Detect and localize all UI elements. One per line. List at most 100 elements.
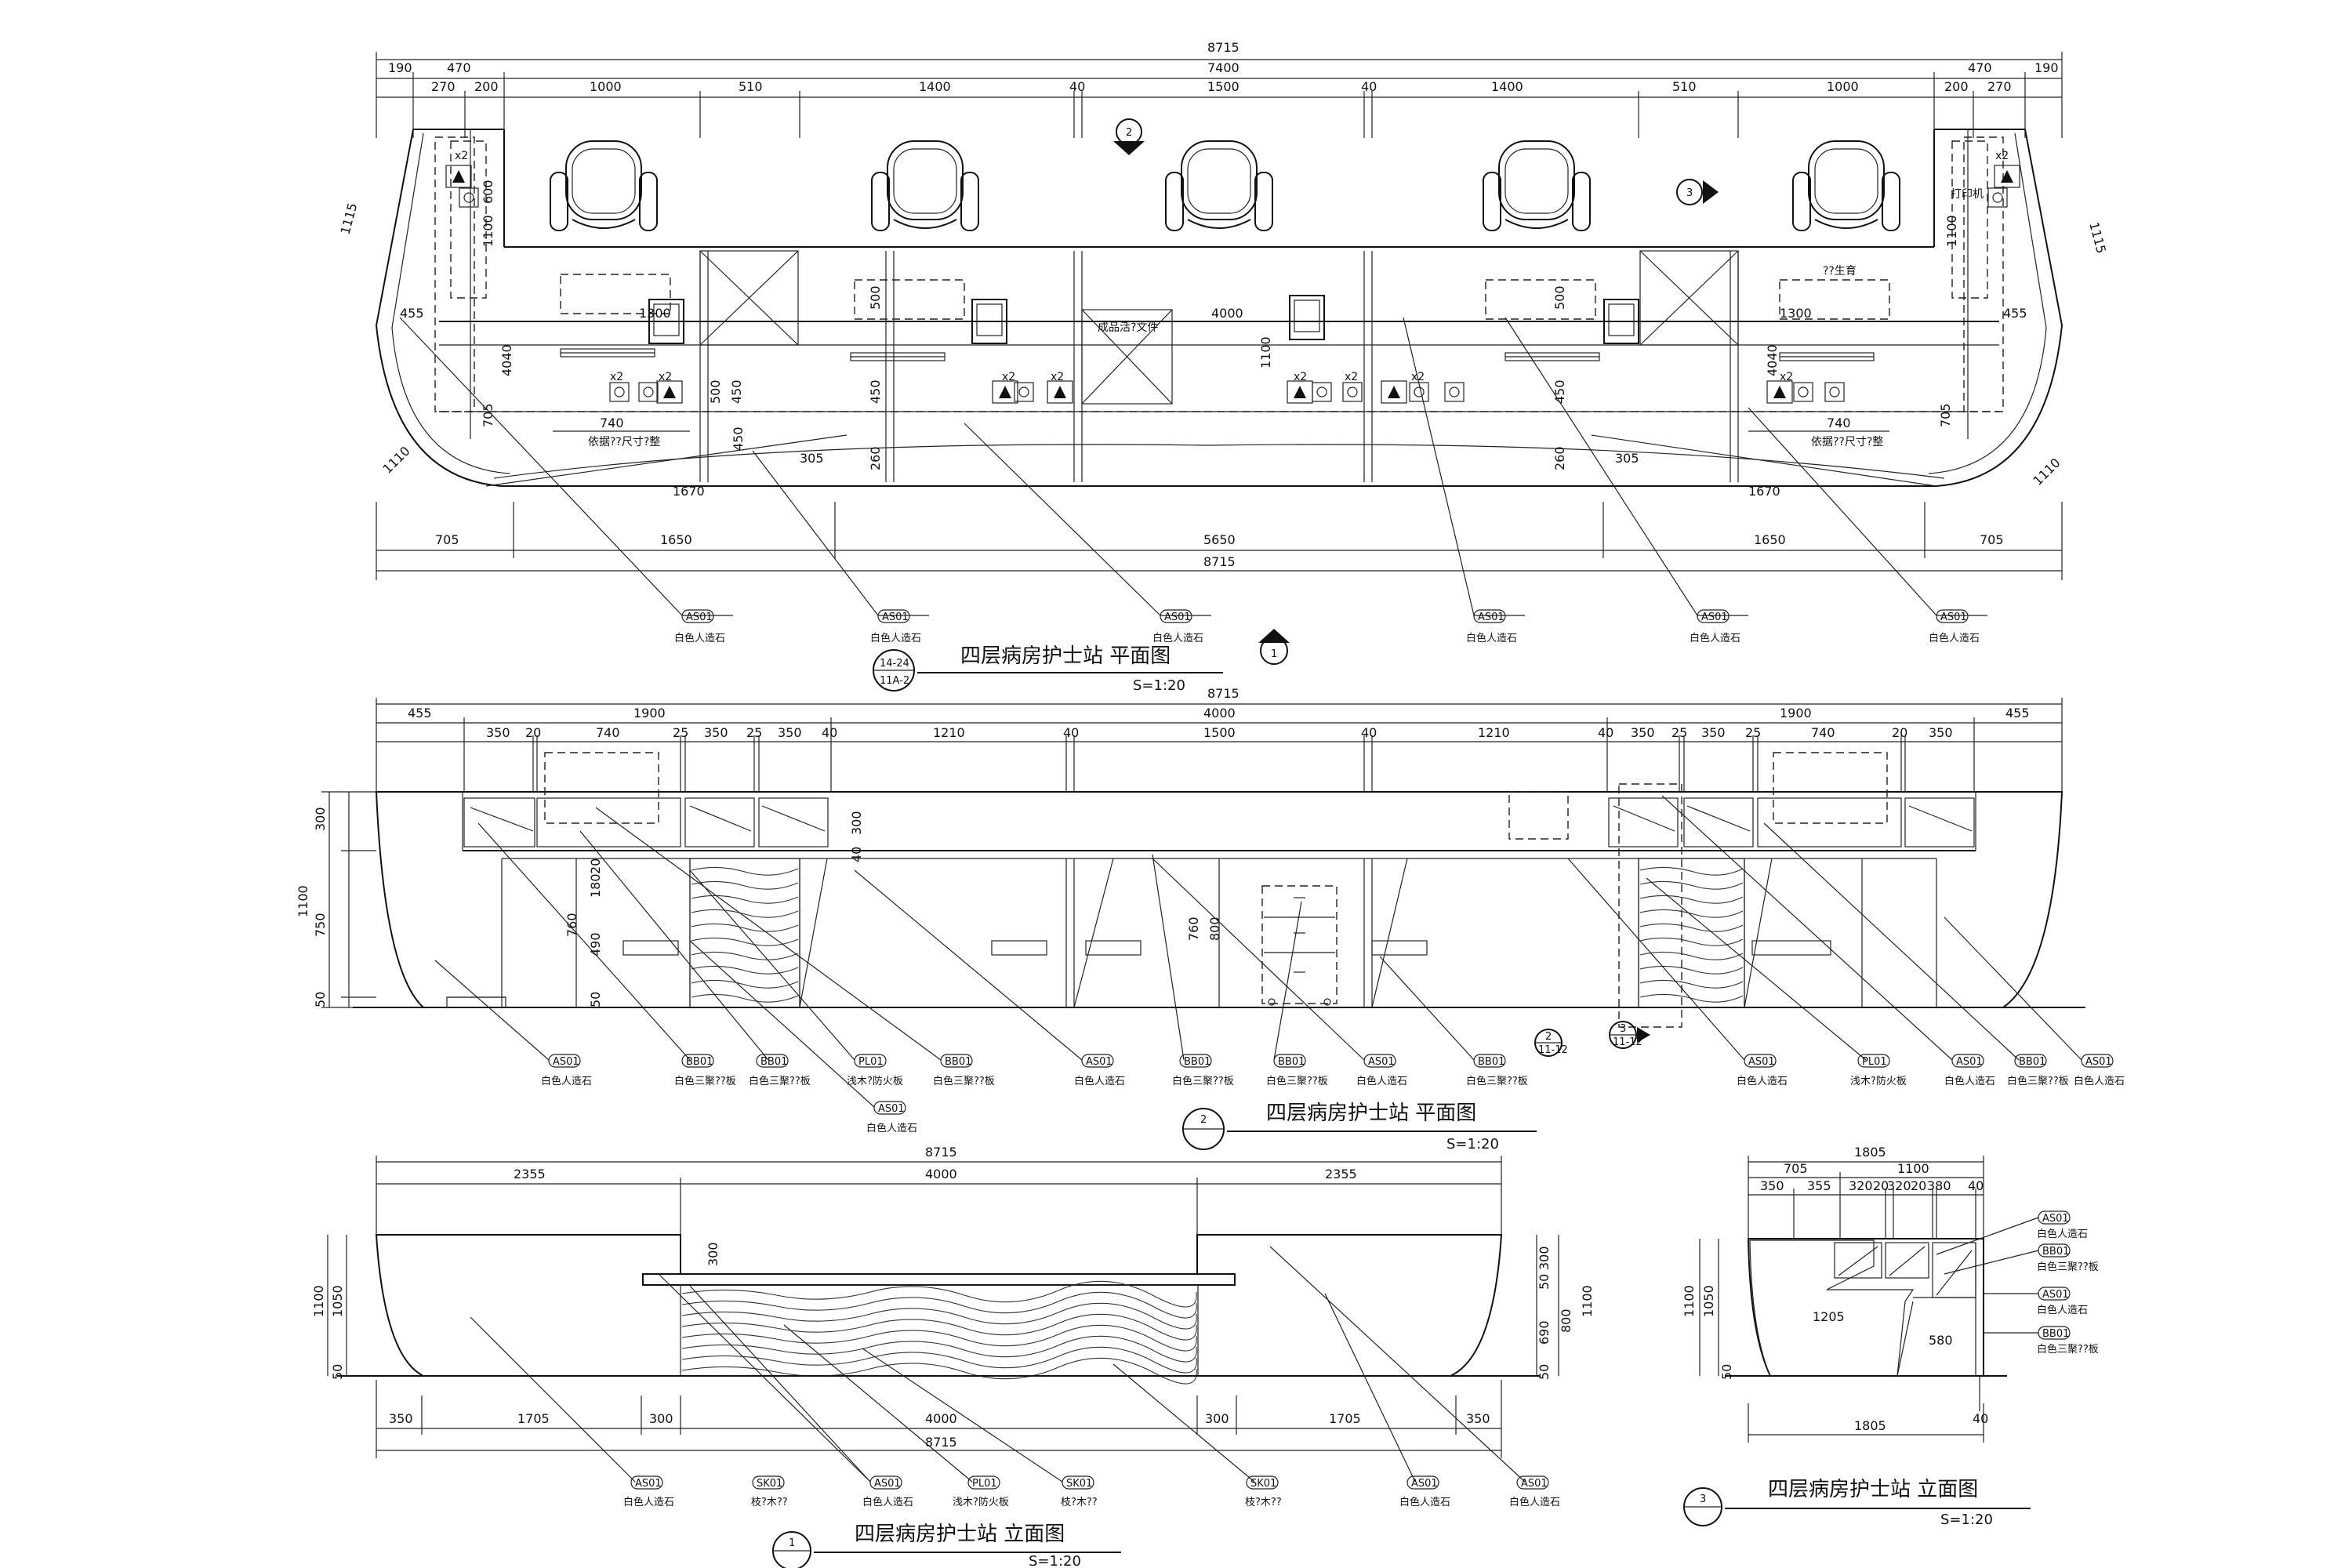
- plan-dim: 4000: [1211, 306, 1243, 321]
- elevation-3-view: 1805 705 1100 350 355 320 20 320 20 380 …: [1682, 1145, 2099, 1528]
- plan-dim: 1000: [590, 79, 622, 94]
- elev-dim: 2355: [514, 1167, 546, 1181]
- svg-text:AS01: AS01: [2085, 1056, 2112, 1068]
- power-outlet-icon: [1047, 380, 1073, 404]
- elev-dim: 40: [1361, 725, 1377, 740]
- elev-dim-overall: 8715: [1207, 686, 1240, 701]
- elev-dim: 1705: [517, 1411, 550, 1426]
- plan-dim: 5650: [1203, 532, 1236, 547]
- material-callout: AS01 白色人造石: [674, 609, 725, 644]
- quantity-label: x2: [1345, 371, 1358, 383]
- elev-dim: 20: [588, 858, 603, 874]
- elev-dim: 380: [1927, 1178, 1951, 1193]
- svg-text:枝?木??: 枝?木??: [1245, 1497, 1282, 1508]
- svg-text:SK01: SK01: [757, 1478, 782, 1490]
- chair-icon: [1483, 140, 1591, 231]
- plan-dim: 1400: [919, 79, 951, 94]
- elev-dim: 25: [1671, 725, 1687, 740]
- elev-dim: 1050: [330, 1285, 345, 1317]
- svg-text:白色三聚??板: 白色三聚??板: [674, 1075, 736, 1087]
- elevation-2-title: 四层病房护士站 平面图: [1266, 1102, 1476, 1125]
- svg-text:白色人造石: 白色人造石: [866, 1122, 917, 1134]
- elev-dim: 350: [1701, 725, 1726, 740]
- power-outlet-icon: [992, 380, 1018, 404]
- elevation-1-view: 8715 2355 4000 2355 1100 1050 50 300 50 …: [311, 1145, 1595, 1568]
- power-outlet-icon: [1994, 165, 2020, 188]
- plan-dim: 455: [400, 306, 424, 321]
- svg-text:AS01: AS01: [1748, 1056, 1775, 1068]
- material-callout: BB01 白色三聚??板: [2037, 1326, 2099, 1356]
- plan-dim: 1500: [1207, 79, 1240, 94]
- svg-text:AS01: AS01: [1956, 1056, 1983, 1068]
- elevation-1-title-block: 1 四层病房护士站 立面图 S=1:20: [772, 1523, 1121, 1568]
- plan-dim: 190: [388, 60, 412, 75]
- elev-dim: 50: [1537, 1274, 1552, 1290]
- elevation-1-scale: S=1:20: [1029, 1553, 1081, 1568]
- svg-text:白色人造石: 白色人造石: [623, 1496, 674, 1508]
- keyboard-icon: [1504, 352, 1600, 361]
- svg-text:BB01: BB01: [2019, 1056, 2045, 1068]
- material-callout: AS01 白色人造石: [1509, 1475, 1560, 1508]
- elev-dim: 1100: [1580, 1285, 1595, 1317]
- elev-dim: 490: [588, 932, 603, 956]
- svg-text:3: 3: [1686, 187, 1693, 199]
- plan-dim: 450: [729, 379, 744, 404]
- svg-text:AS01: AS01: [553, 1056, 579, 1068]
- note-text: 依据??尺寸?整: [588, 436, 660, 448]
- svg-text:白色人造石: 白色人造石: [1356, 1075, 1407, 1087]
- note-text: 打印机: [1951, 187, 1984, 201]
- socket-icon: [1342, 382, 1363, 402]
- elev-dim: 350: [1466, 1411, 1490, 1426]
- elev-dim: 1100: [296, 885, 310, 917]
- socket-icon: [1987, 187, 2008, 208]
- svg-text:白色人造石: 白色人造石: [2037, 1228, 2088, 1240]
- elevation-1-title: 四层病房护士站 立面图: [855, 1523, 1065, 1546]
- elev-dim: 180: [588, 873, 603, 898]
- plan-dim: 200: [1944, 79, 1969, 94]
- svg-text:PL01: PL01: [1862, 1056, 1887, 1068]
- elev-dim: 1900: [633, 706, 666, 720]
- section-marker: 3 11-12: [1609, 1021, 1650, 1049]
- chair-icon: [1792, 140, 1900, 231]
- material-callout: BB01 白色三聚??板: [933, 1054, 995, 1087]
- material-callout: BB01 白色三聚??板: [2007, 1054, 2069, 1087]
- material-callout: BB01 白色三聚??板: [2037, 1243, 2099, 1273]
- svg-text:BB01: BB01: [760, 1056, 787, 1068]
- elev-dim: 50: [588, 992, 603, 1007]
- material-callout: PL01 浅木?防火板: [953, 1475, 1009, 1508]
- plan-dim: 4040: [1765, 344, 1780, 376]
- elev-dim: 20: [1892, 725, 1907, 740]
- quantity-label: x2: [455, 150, 468, 162]
- plan-view: 8715 190 470 7400 470 190 270 200 1000 5…: [338, 40, 2110, 694]
- plan-dim: 1110: [2030, 456, 2063, 488]
- material-callout: AS01 白色人造石: [1356, 1054, 1407, 1087]
- elev-dim: 350: [778, 725, 802, 740]
- svg-text:BB01: BB01: [1478, 1056, 1504, 1068]
- svg-text:浅木?防火板: 浅木?防火板: [953, 1496, 1009, 1508]
- plan-dim: 1300: [639, 306, 671, 321]
- svg-text:白色人造石: 白色人造石: [541, 1075, 592, 1087]
- material-callout: BB01 白色三聚??板: [674, 1054, 736, 1087]
- chair-icon: [550, 140, 658, 231]
- quantity-label: x2: [610, 371, 623, 383]
- elev-dim: 50: [1537, 1364, 1552, 1380]
- quantity-label: x2: [1294, 371, 1307, 383]
- elev-dim: 50: [330, 1364, 345, 1380]
- section-marker: 2: [1113, 118, 1145, 155]
- elev-dim: 1100: [1682, 1285, 1697, 1317]
- elevation-2-scale: S=1:20: [1446, 1136, 1499, 1152]
- elev-dim: 20: [525, 725, 541, 740]
- svg-text:AS01: AS01: [1164, 612, 1191, 623]
- elev-dim: 320: [1887, 1178, 1911, 1193]
- svg-text:白色三聚??板: 白色三聚??板: [2037, 1343, 2099, 1356]
- power-outlet-icon: [1381, 380, 1407, 404]
- chair-icon: [871, 140, 979, 231]
- elev-dim: 300: [313, 807, 328, 831]
- elev-dim: 760: [1186, 916, 1201, 941]
- elev-dim: 25: [1745, 725, 1761, 740]
- elev-dim: 40: [1063, 725, 1079, 740]
- elev-dim: 300: [1537, 1246, 1552, 1270]
- elev-dim: 300: [849, 811, 864, 835]
- svg-text:AS01: AS01: [878, 1103, 905, 1115]
